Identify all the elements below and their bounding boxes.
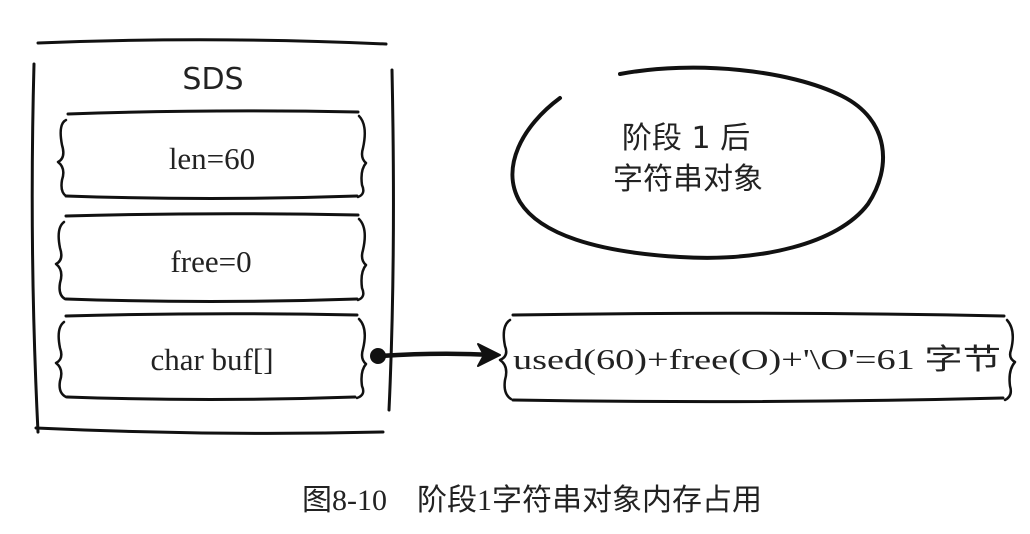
sds-field-len: len=60 <box>169 141 255 176</box>
sds-field-free-box <box>54 212 368 303</box>
arrow-head <box>477 343 501 367</box>
sds-field-buf: char buf[] <box>150 342 273 377</box>
pointer-arrow <box>370 343 501 367</box>
figure-caption: 图8-10 阶段1字符串对象内存占用 <box>302 484 762 517</box>
sds-field-free: free=0 <box>170 244 251 279</box>
sds-title: SDS <box>182 62 243 97</box>
buffer-box <box>498 311 1017 404</box>
sds-field-buf-box <box>54 312 368 401</box>
sds-field-len-box <box>56 109 368 200</box>
sds-outer-box <box>30 38 395 435</box>
cloud-label-line2: 字符串对象 <box>613 162 763 197</box>
buffer-label: used(60)+free(O)+'\O'=61 字节 <box>513 343 1001 376</box>
cloud-label-line1: 阶段 1 后 <box>622 121 750 156</box>
cloud-blob <box>510 65 886 260</box>
